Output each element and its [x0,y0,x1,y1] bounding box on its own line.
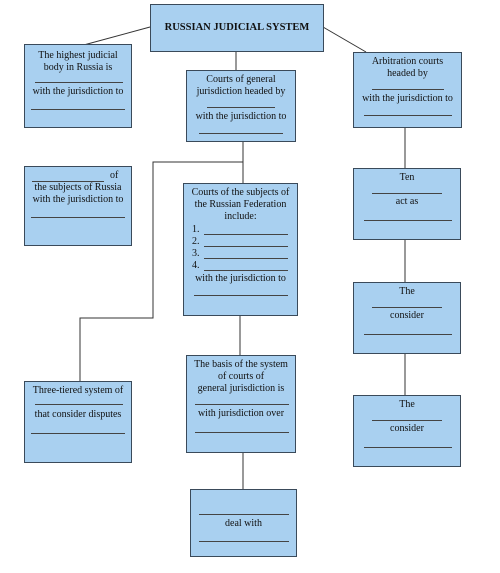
general-line-2: jurisdiction headed by [196,86,286,97]
subject-courts-line-4: with the jurisdiction to [195,273,286,284]
supreme-blank-2 [31,109,125,110]
subjects-blank-2 [31,217,125,218]
the-low-blank-1 [372,420,442,421]
connector-title-arbitration [322,26,367,53]
basis-line-1: The basis of the system [194,359,288,370]
ten-box: Ten act as [353,168,461,240]
arbitration-line-3: with the jurisdiction to [362,93,453,104]
the-mid-blank-1 [372,307,442,308]
the-mid-blank-2 [364,334,452,335]
the-mid-box: The consider [353,282,461,354]
basis-box: The basis of the system of courts of gen… [186,355,296,453]
deal-with-box: deal with [190,489,297,557]
ten-line-1: Ten [399,172,415,183]
connector-general-branch [79,161,243,381]
three-tier-blank-2 [31,433,125,434]
subjects-line-1: of [110,170,119,181]
subject-courts-line-3: include: [224,211,257,222]
basis-line-2: of courts of [217,371,265,382]
the-mid-line-2: consider [390,310,424,321]
subject-courts-line-1: Courts of the subjects of [191,187,290,198]
subjects-blank-1 [32,181,104,182]
three-tier-blank-1 [35,404,123,405]
subject-courts-box: Courts of the subjects of the Russian Fe… [183,183,298,316]
supreme-line-1: The highest judicial [38,50,118,61]
general-blank-1 [207,107,275,108]
arbitration-blank-2 [364,115,452,116]
arbitration-line-2: headed by [387,68,428,79]
subject-courts-item-4: 4. [192,260,200,271]
supreme-court-box: The highest judicial body in Russia is w… [24,44,132,128]
title-box: RUSSIAN JUDICIAL SYSTEM [150,4,324,52]
the-low-line-2: consider [390,423,424,434]
subject-courts-item-2: 2. [192,236,200,247]
subject-courts-item-3: 3. [192,248,200,259]
subject-courts-item-1-blank [204,234,288,235]
subject-courts-item-4-blank [204,270,288,271]
subjects-of-russia-box: of the subjects of Russia with the juris… [24,166,132,246]
deal-blank-1 [199,514,289,515]
diagram-title: RUSSIAN JUDICIAL SYSTEM [164,22,310,33]
three-tier-line-2: that consider disputes [34,409,122,420]
general-blank-2 [199,133,283,134]
the-low-line-1: The [399,399,415,410]
ten-line-2: act as [395,196,419,207]
connector-title-supreme [79,26,151,47]
arbitration-courts-box: Arbitration courts headed by with the ju… [353,52,462,128]
the-low-blank-2 [364,447,452,448]
deal-line-1: deal with [225,518,262,529]
three-tiered-box: Three-tiered system of that consider dis… [24,381,132,463]
supreme-line-3: with the jurisdiction to [32,86,124,97]
general-line-3: with the jurisdiction to [195,111,287,122]
basis-blank-1 [195,404,289,405]
subject-courts-line-2: the Russian Federation [194,199,287,210]
subjects-line-2: the subjects of Russia [34,182,122,193]
subject-courts-item-1: 1. [192,224,200,235]
subject-courts-blank-final [194,295,288,296]
subjects-line-3: with the jurisdiction to [32,194,124,205]
supreme-blank-1 [35,82,123,83]
basis-line-3: general jurisdiction is [197,383,285,394]
ten-blank-2 [364,220,452,221]
basis-line-4: with jurisdiction over [197,408,285,419]
general-line-1: Courts of general [206,74,276,85]
ten-blank-1 [372,193,442,194]
arbitration-line-1: Arbitration courts [371,56,444,67]
subject-courts-item-3-blank [204,258,288,259]
basis-blank-2 [195,432,289,433]
the-low-box: The consider [353,395,461,467]
deal-blank-2 [199,541,289,542]
three-tier-line-1: Three-tiered system of [32,385,124,396]
arbitration-blank-1 [372,89,444,90]
supreme-line-2: body in Russia is [43,62,113,73]
subject-courts-item-2-blank [204,246,288,247]
the-mid-line-1: The [399,286,415,297]
general-jurisdiction-box: Courts of general jurisdiction headed by… [186,70,296,142]
